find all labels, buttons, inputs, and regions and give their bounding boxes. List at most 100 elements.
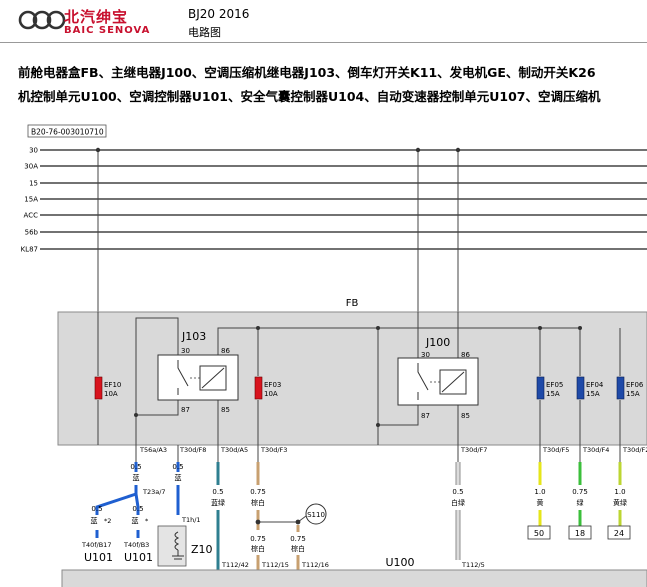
terminal-label: T23a/7	[142, 488, 166, 496]
baic-rings-icon	[18, 10, 66, 30]
fuse-ef06	[616, 376, 625, 400]
component-z10: Z10	[191, 543, 213, 556]
wire-note: *2	[104, 517, 111, 525]
brand-logo	[18, 6, 168, 40]
diagram-id-box	[27, 124, 107, 138]
terminal-label: T30d/F3	[260, 446, 287, 454]
wire-size: 0.5	[132, 505, 143, 513]
wire-size: 0.5	[172, 463, 183, 471]
relay-pin: 87	[181, 406, 190, 414]
splice-s110-marker	[305, 503, 327, 525]
bus-label: 15	[29, 180, 38, 188]
relay-j100	[397, 357, 479, 406]
fuse-ef10	[94, 376, 103, 400]
wire-color: 蓝	[91, 516, 98, 525]
fuse-name: EF06	[626, 381, 644, 389]
bus-label: ACC	[24, 212, 39, 220]
relay-j103	[157, 354, 239, 401]
ref-label: 18	[575, 529, 585, 538]
diagram-id: B20-76-003010710	[31, 128, 104, 137]
wire-color: 白绿	[451, 498, 465, 507]
ref-label: 24	[614, 529, 624, 538]
bus-label: 30A	[24, 163, 38, 171]
relay-pin: 85	[461, 412, 470, 420]
external-wires	[95, 445, 622, 570]
splice-label: S110	[307, 511, 325, 519]
fuse-name: EF03	[264, 381, 281, 389]
ref-box-18	[568, 525, 592, 540]
bus-label: 30	[29, 147, 38, 155]
ref-box-24	[607, 525, 631, 540]
splice-dot	[255, 519, 261, 525]
description-line-2: 机控制单元U100、空调控制器U101、安全气囊控制器U104、自动变速器控制单…	[18, 89, 601, 104]
component-u101: U101	[84, 551, 113, 564]
brand-name-cn: 北汽绅宝	[64, 8, 129, 26]
wire-size: 0.75	[250, 488, 266, 496]
terminal-label: T30d/F4	[582, 446, 609, 454]
terminal-label: T56a/A3	[139, 446, 167, 454]
wire-color: 黄绿	[613, 498, 627, 507]
terminal-label: T40f/B17	[81, 541, 111, 549]
bus-taps	[97, 150, 459, 312]
junction-dot	[376, 326, 380, 330]
header-divider	[0, 42, 647, 43]
wire-size: 0.75	[250, 535, 266, 543]
terminal-label: T112/16	[301, 561, 329, 569]
ref-label: 50	[534, 529, 544, 538]
terminal-label: T112/15	[261, 561, 289, 569]
power-bus	[40, 149, 647, 250]
bus-label: KL87	[21, 246, 38, 254]
wire-size: 0.75	[290, 535, 306, 543]
terminal-label: T112/42	[221, 561, 249, 569]
ref-box-50	[527, 525, 551, 540]
junction-dot	[95, 147, 101, 153]
fuse-rating: 15A	[586, 390, 600, 398]
relay-pin: 87	[421, 412, 430, 420]
wire-size: 1.0	[614, 488, 625, 496]
wire-color: 棕白	[291, 544, 305, 553]
bus-label: 56b	[25, 229, 39, 237]
fuse-rating: 10A	[264, 390, 278, 398]
junction-dot	[415, 147, 421, 153]
component-z10-box	[157, 525, 187, 567]
fb-label: FB	[346, 298, 359, 309]
coil-icon	[172, 531, 184, 560]
junction-dot	[134, 413, 138, 417]
relay-pin: 30	[181, 347, 190, 355]
junction-dot	[578, 326, 582, 330]
wire-color: 绿	[577, 498, 584, 507]
brand-name-en: BAIC SENOVA	[64, 25, 151, 36]
terminal-label: T30d/F7	[460, 446, 487, 454]
relay-pin: 86	[221, 347, 230, 355]
wire-note: *	[145, 517, 149, 525]
terminal-label: T30d/F8	[179, 446, 206, 454]
wire-size: 0.75	[572, 488, 588, 496]
fuse-ef03	[254, 376, 263, 400]
terminal-label: T30d/A5	[220, 446, 248, 454]
component-u101: U101	[124, 551, 153, 564]
wire-color: 蓝绿	[211, 498, 225, 507]
fuse-ef04	[576, 376, 585, 400]
relay-j103-name: J103	[181, 330, 206, 343]
junction-dot	[376, 423, 380, 427]
fuse-ef05	[536, 376, 545, 400]
terminal-label: T30d/F2	[622, 446, 647, 454]
wire-color: 蓝	[175, 473, 182, 482]
document-type: 电路图	[188, 26, 221, 39]
u100-box	[61, 569, 647, 587]
wire-size: 0.5	[452, 488, 463, 496]
fuse-rating: 15A	[546, 390, 560, 398]
relay-pin: 86	[461, 351, 470, 359]
relay-pin: 85	[221, 406, 230, 414]
fb-internal-wiring	[97, 312, 621, 445]
terminal-label: T40f/B3	[123, 541, 149, 549]
wire-color: 黄	[537, 498, 544, 507]
component-u100: U100	[385, 556, 414, 569]
terminal-label: T112/5	[461, 561, 485, 569]
wire-outlines	[455, 462, 461, 560]
wire-color: 棕白	[251, 544, 265, 553]
relay-pin: 30	[421, 351, 430, 359]
fb-box	[57, 311, 647, 446]
